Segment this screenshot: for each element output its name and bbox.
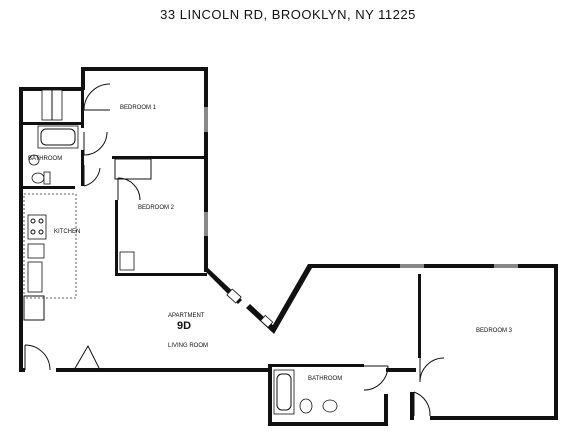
kitchen-label: KITCHEN xyxy=(54,229,80,235)
doors xyxy=(24,83,445,417)
exterior-walls xyxy=(19,67,558,426)
address-title: 33 LINCOLN RD, BROOKLYN, NY 11225 xyxy=(160,7,416,22)
fixtures xyxy=(23,89,338,415)
windows xyxy=(19,107,518,328)
living-room-label: LIVING ROOM xyxy=(168,343,208,349)
bathroom-bottom-label: BATHROOM xyxy=(308,376,342,382)
apartment-number: 9D xyxy=(177,320,191,332)
interior-walls xyxy=(23,88,421,367)
bedroom-2-label: BEDROOM 2 xyxy=(138,205,175,211)
bedroom-3-label: BEDROOM 3 xyxy=(476,328,513,334)
bathroom-left-label: BATHROOM xyxy=(28,156,62,162)
bedroom-1-label: BEDROOM 1 xyxy=(120,105,157,111)
apartment-label: APARTMENT xyxy=(168,313,205,319)
